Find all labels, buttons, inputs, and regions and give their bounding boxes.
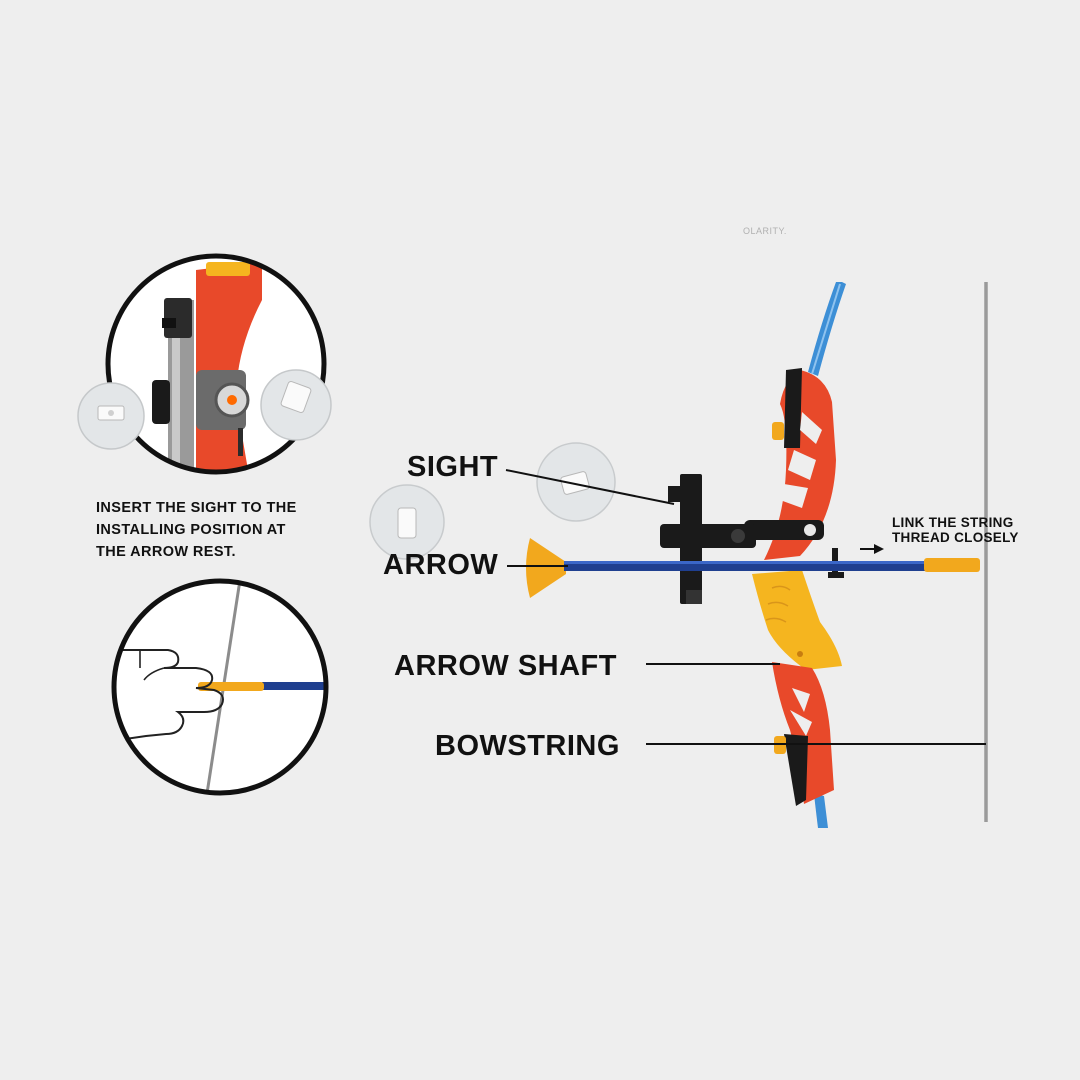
instruction-text: INSERT THE SIGHT TO THE INSTALLING POSIT… [96, 500, 297, 560]
arrow [526, 538, 980, 598]
detail-circle-nock [111, 578, 329, 796]
note-link-string-line1: LINK THE STRING [892, 515, 1014, 530]
label-arrow-shaft: ARROW SHAFT [394, 650, 617, 682]
suction-cup-icon [536, 442, 616, 522]
suction-cup-icon [369, 484, 445, 560]
leader-lines [505, 469, 986, 745]
label-sight: SIGHT [407, 451, 499, 483]
label-arrow: ARROW [383, 549, 499, 581]
faint-background-text: OLARITY. [743, 226, 787, 236]
arrow-right-icon [860, 544, 884, 554]
note-link-string-line2: THREAD CLOSELY [892, 530, 1019, 545]
suction-cup-icon [260, 369, 332, 441]
leader-sight [505, 469, 675, 505]
suction-cup-icon [77, 382, 145, 450]
bow [744, 282, 846, 828]
detail-circle-sight [105, 253, 327, 475]
label-bowstring: BOWSTRING [435, 730, 620, 762]
sight-assembly [660, 474, 756, 604]
